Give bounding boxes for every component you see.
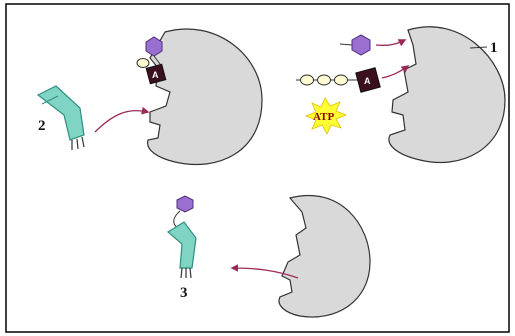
label-trna-3: 3 [180,285,188,301]
trna-left [36,85,85,150]
amino-acid-label: A [364,76,371,86]
label-atp: ATP [313,111,334,123]
amino-acid-block [355,67,381,93]
arrow-enzyme-to-trna [230,264,299,279]
enzyme-top-right [388,26,506,164]
arrow-substrate-to-enzyme [375,39,407,47]
phosphate-circle [317,74,331,86]
hexagon-icon [351,34,371,56]
phosphate-circle [300,74,314,86]
label-trna-2: 2 [38,118,46,134]
trna-body [166,221,197,269]
amino-acid-label: A [152,70,159,80]
arrow-trna-to-enzyme [94,106,150,133]
amino-acid-block [145,63,167,85]
label-enzyme-1: 1 [490,40,498,56]
hexagon-icon [145,36,163,57]
starburst-icon [304,97,348,135]
free-substrate [339,34,371,56]
leader-line [469,46,488,49]
enzyme-bottom [278,195,371,318]
trna-body [36,85,85,141]
phosphate-circle [136,58,150,68]
figure-frame [5,3,510,333]
atp-chain: A [296,67,381,93]
phosphate-circle [334,74,348,86]
trna-bottom [166,195,197,279]
arrow-aa-to-enzyme [381,65,410,79]
atp-burst: ATP [304,97,348,135]
enzyme-top-left [147,28,263,166]
bound-substrate: A [136,36,167,85]
hexagon-icon [176,195,194,213]
